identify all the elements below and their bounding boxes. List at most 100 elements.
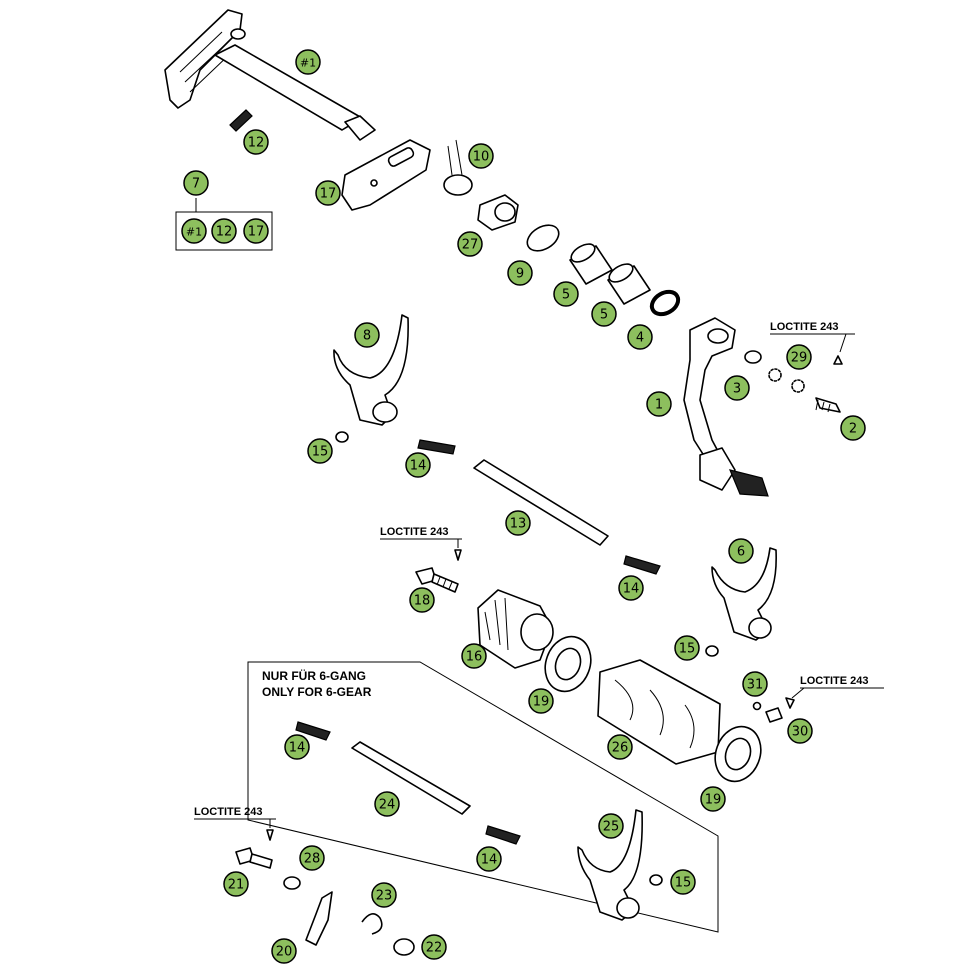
callout-24: 24 — [374, 791, 400, 817]
loctite-label: LOCTITE 243 — [800, 675, 868, 687]
callout-15: 15 — [670, 869, 696, 895]
callout-circle — [223, 871, 249, 897]
callout-label: 22 — [426, 941, 443, 956]
callout-label: 9 — [516, 267, 524, 282]
callout-label: 31 — [747, 678, 764, 693]
loctite-note-drum: LOCTITE 243 — [785, 675, 884, 709]
callout-12: 12 — [243, 129, 269, 155]
callout-label: 5 — [562, 288, 570, 303]
callout-circle — [674, 635, 700, 661]
callout-label: 15 — [679, 642, 696, 657]
callout-2: 2 — [840, 415, 866, 441]
callout-circle — [670, 869, 696, 895]
callout-4: 4 — [627, 324, 653, 350]
callout-17: 17 — [243, 218, 269, 244]
callout-circle — [183, 170, 209, 196]
guide-27-drawing — [477, 194, 519, 231]
callout-circle — [315, 180, 341, 206]
shift-fork-8-drawing — [333, 314, 409, 426]
callout-label: 7 — [192, 177, 200, 192]
loctite-label: LOCTITE 243 — [194, 806, 262, 818]
callout-label: 16 — [466, 650, 483, 665]
callout-circle — [786, 344, 812, 370]
callout-26: 26 — [607, 734, 633, 760]
callout-circle — [243, 218, 269, 244]
callout-label: 8 — [363, 329, 371, 344]
spring-14a-drawing — [417, 439, 456, 455]
callout-23: 23 — [371, 882, 397, 908]
callout-label: 13 — [510, 517, 527, 532]
bearing-19b-drawing — [714, 725, 762, 783]
screw-30-drawing — [765, 707, 783, 723]
callout-6: 6 — [728, 538, 754, 564]
callout-label: 20 — [276, 945, 293, 960]
callout-label: 17 — [320, 187, 337, 202]
roller-15a-drawing — [335, 431, 349, 443]
callout-circle — [742, 671, 768, 697]
callout-5: 5 — [553, 281, 579, 307]
callout-label: 30 — [792, 725, 809, 740]
callout-label: 23 — [376, 889, 393, 904]
callout-circle — [371, 882, 397, 908]
callout-14: 14 — [405, 452, 431, 478]
callout-circle — [528, 688, 554, 714]
callout-circle — [507, 260, 533, 286]
callout-circle — [607, 734, 633, 760]
callout-25: 25 — [598, 813, 624, 839]
callout-5: 5 — [591, 301, 617, 327]
callout-17: 17 — [315, 180, 341, 206]
callout-21: 21 — [223, 871, 249, 897]
callout-circle — [374, 791, 400, 817]
bushing-5b-drawing — [607, 263, 651, 305]
callout-13: 13 — [505, 510, 531, 536]
callout-circle — [409, 587, 435, 613]
callout-label: 10 — [473, 150, 490, 165]
callout-12: 12 — [211, 218, 237, 244]
bushing-5a-drawing — [569, 243, 613, 285]
callout-circle — [646, 391, 672, 417]
spring-clip-drawing — [443, 139, 473, 196]
callout-circle — [627, 324, 653, 350]
callout-circle — [728, 538, 754, 564]
callout-circle — [598, 813, 624, 839]
callout-label: 26 — [612, 741, 629, 756]
loctite-note-screw18: LOCTITE 243 — [380, 526, 462, 561]
callout-18: 18 — [409, 587, 435, 613]
callout-19: 19 — [700, 786, 726, 812]
callout-circle — [295, 49, 321, 75]
callout-20: 20 — [271, 938, 297, 964]
callout-label: 28 — [304, 852, 321, 867]
callout-15: 15 — [674, 635, 700, 661]
callout-label: 14 — [289, 741, 306, 756]
roller-15b-drawing — [705, 645, 719, 657]
fork-shaft-24-drawing — [351, 741, 471, 815]
callout-label: 4 — [636, 331, 644, 346]
callout-14: 14 — [618, 575, 644, 601]
spring-14d-drawing — [485, 825, 521, 845]
callout-label: #1 — [300, 57, 316, 70]
gear-note-line1: NUR FÜR 6-GANG — [262, 668, 366, 683]
callout-hash1: #1 — [295, 49, 321, 75]
callout-label: 5 — [600, 308, 608, 323]
roller-15c-drawing — [649, 874, 663, 886]
callout-label: 18 — [414, 594, 431, 609]
callout-circle — [505, 510, 531, 536]
screw-18-drawing — [415, 567, 459, 593]
fork-shaft-13-drawing — [473, 459, 609, 546]
washer-3-drawing — [744, 350, 762, 364]
callout-label: 12 — [248, 136, 265, 151]
callout-label: 19 — [533, 695, 550, 710]
callout-hash1: #1 — [181, 218, 207, 244]
callout-circle — [553, 281, 579, 307]
callout-28: 28 — [299, 845, 325, 871]
six-gear-group-outline — [247, 661, 719, 933]
callout-circle — [243, 129, 269, 155]
loctite-note-screw21: LOCTITE 243 — [194, 806, 276, 841]
callout-label: 25 — [603, 820, 620, 835]
callout-16: 16 — [461, 643, 487, 669]
shift-shaft-drawing — [164, 9, 376, 141]
bolt-2-drawing — [815, 397, 841, 413]
callout-label: 27 — [462, 238, 479, 253]
loctite-label: LOCTITE 243 — [380, 526, 448, 538]
